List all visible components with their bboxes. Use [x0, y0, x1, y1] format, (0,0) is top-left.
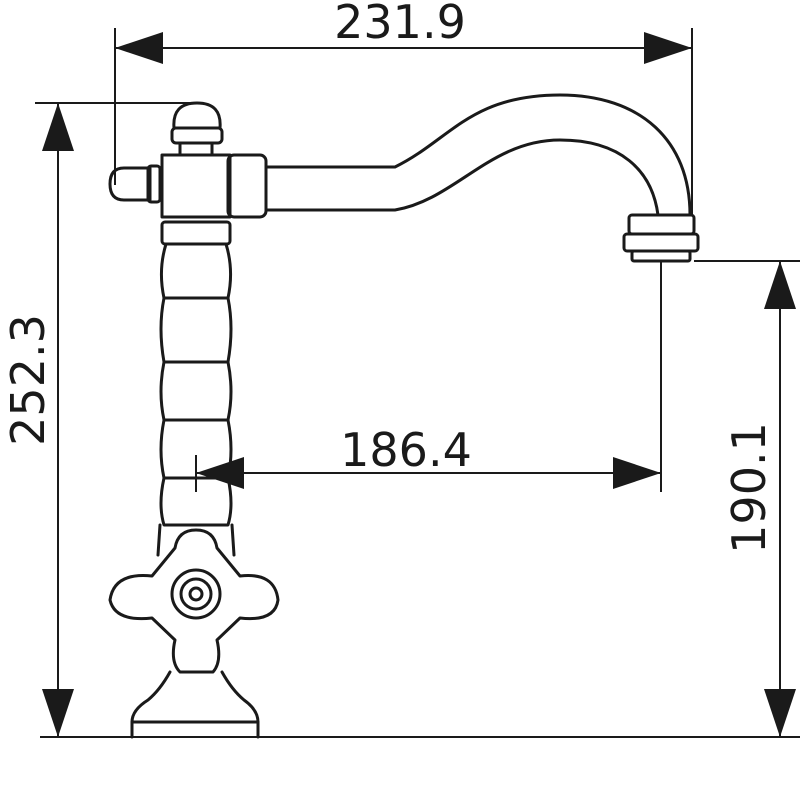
arrow-top — [764, 261, 796, 309]
column — [159, 220, 233, 527]
aerator — [622, 213, 700, 263]
overall-width-label: 231.9 — [334, 0, 466, 49]
arrow-left — [196, 457, 244, 489]
cross-handle — [108, 528, 280, 674]
overall-height-label: 252.3 — [1, 314, 55, 446]
faucet-outline — [40, 93, 800, 739]
dimension-spout-reach: 186.4 — [195, 262, 662, 492]
arrow-bottom — [764, 689, 796, 737]
arrow-right — [644, 32, 692, 64]
arrow-left — [115, 32, 163, 64]
arrow-bottom — [42, 689, 74, 737]
spout-collar — [226, 153, 268, 219]
side-knob — [108, 164, 162, 204]
dimension-overall-height: 252.3 — [1, 102, 196, 737]
spout — [264, 93, 692, 217]
dimension-spout-height: 190.1 — [694, 260, 800, 737]
base-flange — [130, 523, 260, 739]
arrow-top — [42, 103, 74, 151]
spout-height-label: 190.1 — [722, 422, 776, 554]
dimension-overall-width: 231.9 — [114, 0, 693, 215]
top-knob — [170, 101, 224, 145]
arrow-right — [613, 457, 661, 489]
valve-body — [160, 153, 232, 219]
spout-reach-label: 186.4 — [340, 423, 472, 477]
